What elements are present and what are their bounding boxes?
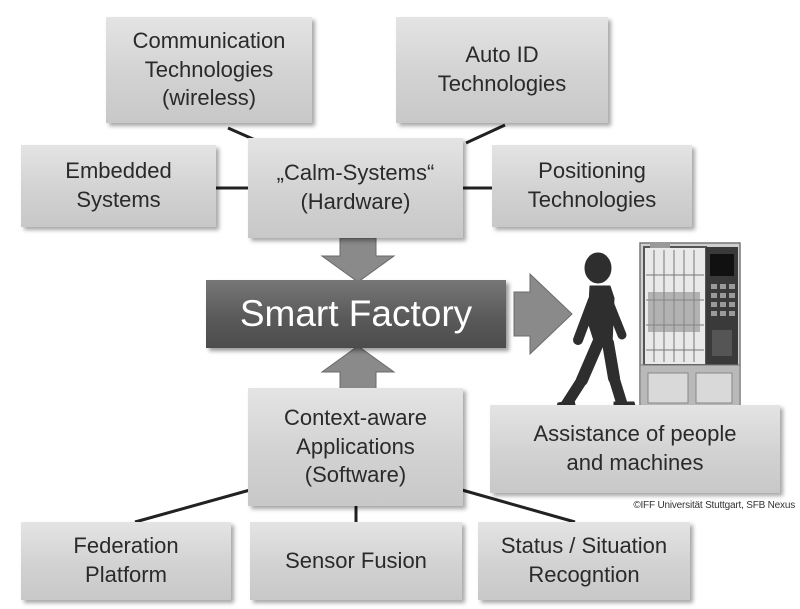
status-situation-box: Status / Situation Recogntion (478, 522, 690, 600)
context-aware-applications-box: Context-aware Applications (Software) (248, 388, 463, 506)
federation-line1: Federation (73, 533, 179, 559)
status-line1: Status / Situation (500, 533, 668, 559)
arrow-right-icon (513, 272, 573, 356)
embedded-line1: Embedded (65, 158, 172, 184)
embedded-systems-box: Embedded Systems (21, 145, 216, 227)
positioning-line1: Positioning (538, 158, 646, 184)
sensor-fusion-box: Sensor Fusion (250, 522, 462, 600)
assistance-line1: Assistance of people (533, 421, 737, 447)
walking-person-icon (555, 252, 637, 411)
software-line3: (Software) (304, 462, 407, 488)
copyright-text: ©IFF Universität Stuttgart, SFB Nexus (633, 500, 795, 511)
federation-line2: Platform (85, 562, 167, 587)
smart-factory-label: Smart Factory (239, 293, 473, 334)
connector-software-federation (134, 488, 251, 524)
autoid-line1: Auto ID (465, 42, 539, 68)
communication-line1: Communication (132, 28, 286, 54)
connector-software-status (461, 488, 576, 524)
software-line2: Applications (296, 433, 415, 459)
embedded-line2: Systems (76, 187, 161, 212)
status-line2: Recogntion (528, 562, 640, 587)
sensor-fusion-label: Sensor Fusion (285, 547, 427, 573)
calm-systems-hardware-box: „Calm-Systems“ (Hardware) (248, 138, 463, 238)
hardware-line1: „Calm-Systems“ (276, 160, 435, 186)
positioning-line2: Technologies (527, 187, 657, 212)
communication-technologies-box: Communication Technologies (wireless) (106, 17, 312, 123)
software-line1: Context-aware (283, 405, 428, 431)
communication-line2: Technologies (144, 56, 274, 82)
arrow-down-icon (320, 237, 396, 283)
positioning-technologies-box: Positioning Technologies (492, 145, 692, 227)
federation-platform-box: Federation Platform (21, 522, 231, 600)
hardware-line2: (Hardware) (300, 189, 411, 214)
arrow-up-icon (320, 345, 396, 391)
machine-cabinet-icon (639, 242, 741, 414)
assistance-line2: and machines (566, 450, 704, 475)
auto-id-technologies-box: Auto ID Technologies (396, 17, 608, 123)
assistance-box: Assistance of people and machines (490, 405, 780, 493)
communication-line3: (wireless) (161, 85, 257, 111)
connector-autoid-hardware (465, 123, 506, 145)
autoid-line2: Technologies (437, 71, 567, 96)
smart-factory-box: Smart Factory (206, 280, 506, 348)
